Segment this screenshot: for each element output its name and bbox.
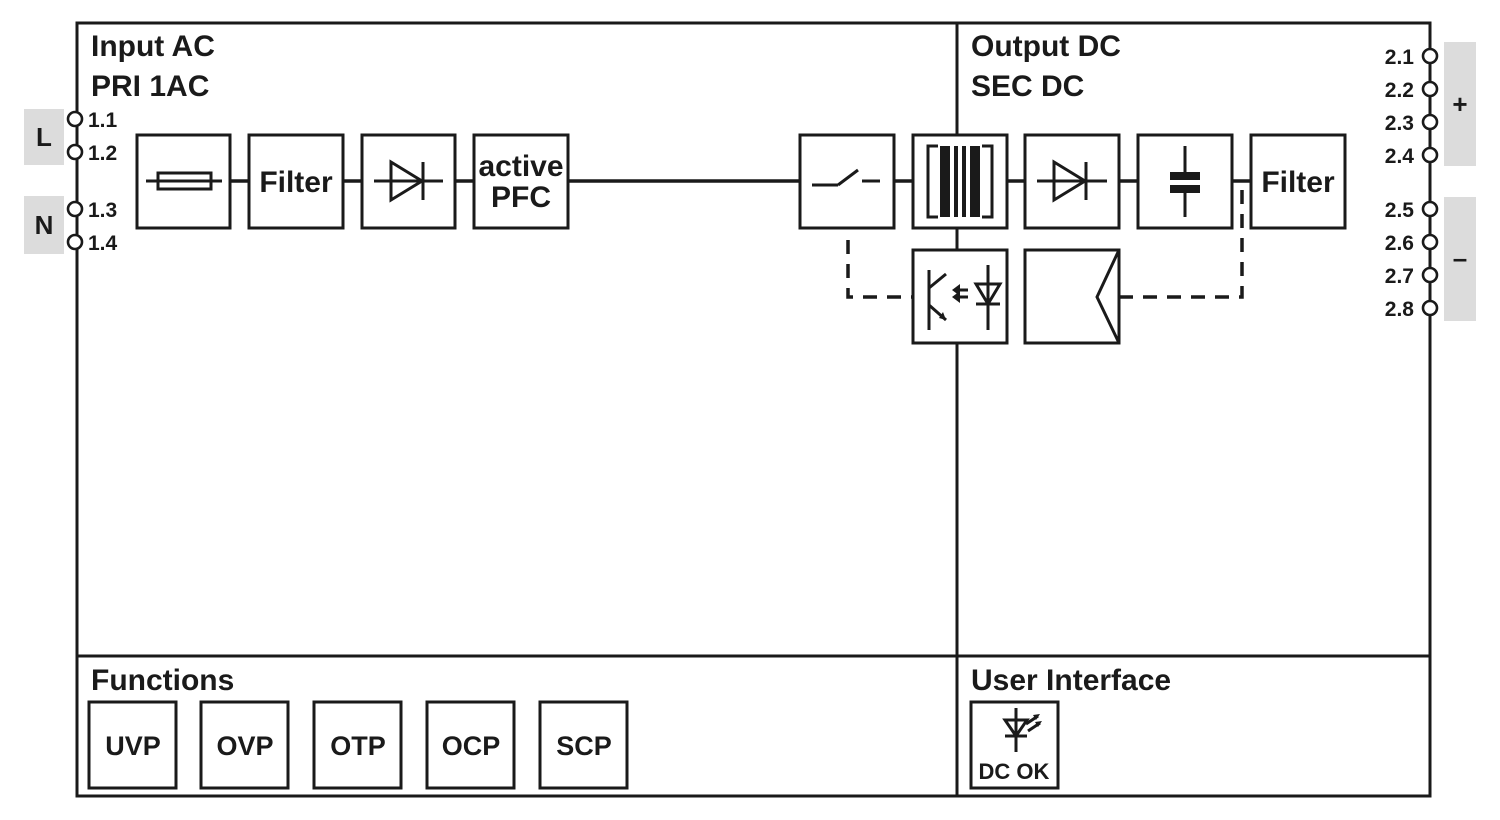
polarity-minus-label: – xyxy=(1453,243,1467,273)
capacitor-block xyxy=(1136,133,1234,230)
terminal-2-2 xyxy=(1421,80,1439,98)
terminal-1-1 xyxy=(66,110,84,128)
polarity-tag-plus: + xyxy=(1444,42,1476,166)
function-uvp-label: UVP xyxy=(105,731,161,761)
pfc-label-line1: active xyxy=(478,150,563,183)
input-terminals: 1.1 1.2 1.3 1.4 xyxy=(66,109,118,255)
output-terminals: 2.1 2.2 2.3 2.4 2.5 2.6 2.7 2.8 xyxy=(1385,46,1439,321)
function-ovp: OVP xyxy=(199,700,290,790)
function-ovp-label: OVP xyxy=(216,731,273,761)
control-icon xyxy=(1095,249,1121,344)
pin-label-2-4: 2.4 xyxy=(1385,145,1415,168)
function-ocp-label: OCP xyxy=(442,731,501,761)
output-filter-block: Filter xyxy=(1249,133,1347,230)
terminal-1-2 xyxy=(66,143,84,161)
user-interface-title: User Interface xyxy=(971,664,1171,697)
function-boxes: UVP OVP OTP OCP SCP xyxy=(87,700,629,790)
phase-l-label: L xyxy=(36,122,52,152)
pin-label-1-1: 1.1 xyxy=(88,109,118,132)
pfc-block: active PFC xyxy=(472,133,570,230)
output-title: Output DC xyxy=(971,30,1121,63)
terminal-1-4 xyxy=(66,233,84,251)
function-uvp: UVP xyxy=(87,700,178,790)
function-scp-label: SCP xyxy=(556,731,612,761)
pin-label-2-2: 2.2 xyxy=(1385,79,1414,102)
pin-label-2-5: 2.5 xyxy=(1385,199,1415,222)
pin-label-2-6: 2.6 xyxy=(1385,232,1414,255)
capacitor-icon xyxy=(1170,146,1200,217)
fuse-block xyxy=(135,133,232,230)
phase-tag-n: N xyxy=(24,196,64,254)
input-filter-label: Filter xyxy=(259,166,333,199)
transformer-icon xyxy=(926,144,994,219)
optocoupler-block xyxy=(911,248,1009,345)
phase-n-label: N xyxy=(35,210,54,240)
function-scp: SCP xyxy=(538,700,629,790)
output-diode-icon xyxy=(1037,159,1107,203)
frame xyxy=(75,21,1432,798)
function-ocp: OCP xyxy=(425,700,516,790)
terminal-2-3 xyxy=(1421,113,1439,131)
phase-tag-l: L xyxy=(24,109,64,165)
pfc-label-line2: PFC xyxy=(491,181,551,214)
pin-label-2-3: 2.3 xyxy=(1385,112,1414,135)
pin-label-2-1: 2.1 xyxy=(1385,46,1415,69)
rectifier-block xyxy=(360,133,457,230)
output-subtitle: SEC DC xyxy=(971,70,1084,103)
function-otp: OTP xyxy=(312,700,403,790)
pin-label-2-8: 2.8 xyxy=(1385,298,1415,321)
terminal-2-1 xyxy=(1421,47,1439,65)
dc-ok-label: DC OK xyxy=(979,759,1050,784)
input-title: Input AC xyxy=(91,30,215,63)
pin-label-2-7: 2.7 xyxy=(1385,265,1414,288)
switch-block xyxy=(798,133,896,230)
dc-ok-indicator: DC OK xyxy=(969,700,1060,790)
function-otp-label: OTP xyxy=(330,731,386,761)
polarity-plus-label: + xyxy=(1452,89,1467,119)
switch-icon xyxy=(812,168,880,187)
output-filter-label: Filter xyxy=(1261,166,1335,199)
led-icon xyxy=(1002,708,1042,752)
optocoupler-icon xyxy=(927,265,1003,330)
pin-label-1-2: 1.2 xyxy=(88,142,117,165)
terminal-1-3 xyxy=(66,200,84,218)
terminal-2-7 xyxy=(1421,266,1439,284)
diode-icon xyxy=(374,159,443,203)
terminal-2-4 xyxy=(1421,146,1439,164)
transformer-block xyxy=(911,133,1009,230)
control-block xyxy=(1023,248,1121,345)
terminal-2-6 xyxy=(1421,233,1439,251)
terminal-2-5 xyxy=(1421,200,1439,218)
input-subtitle: PRI 1AC xyxy=(91,70,209,103)
input-filter-block: Filter xyxy=(247,133,345,230)
pin-label-1-4: 1.4 xyxy=(88,232,118,255)
feedback-path xyxy=(846,181,1244,299)
polarity-tag-minus: – xyxy=(1444,197,1476,321)
output-rectifier-block xyxy=(1023,133,1121,230)
functions-title: Functions xyxy=(91,664,234,697)
terminal-2-8 xyxy=(1421,299,1439,317)
pin-label-1-3: 1.3 xyxy=(88,199,117,222)
fuse-icon xyxy=(156,171,213,191)
